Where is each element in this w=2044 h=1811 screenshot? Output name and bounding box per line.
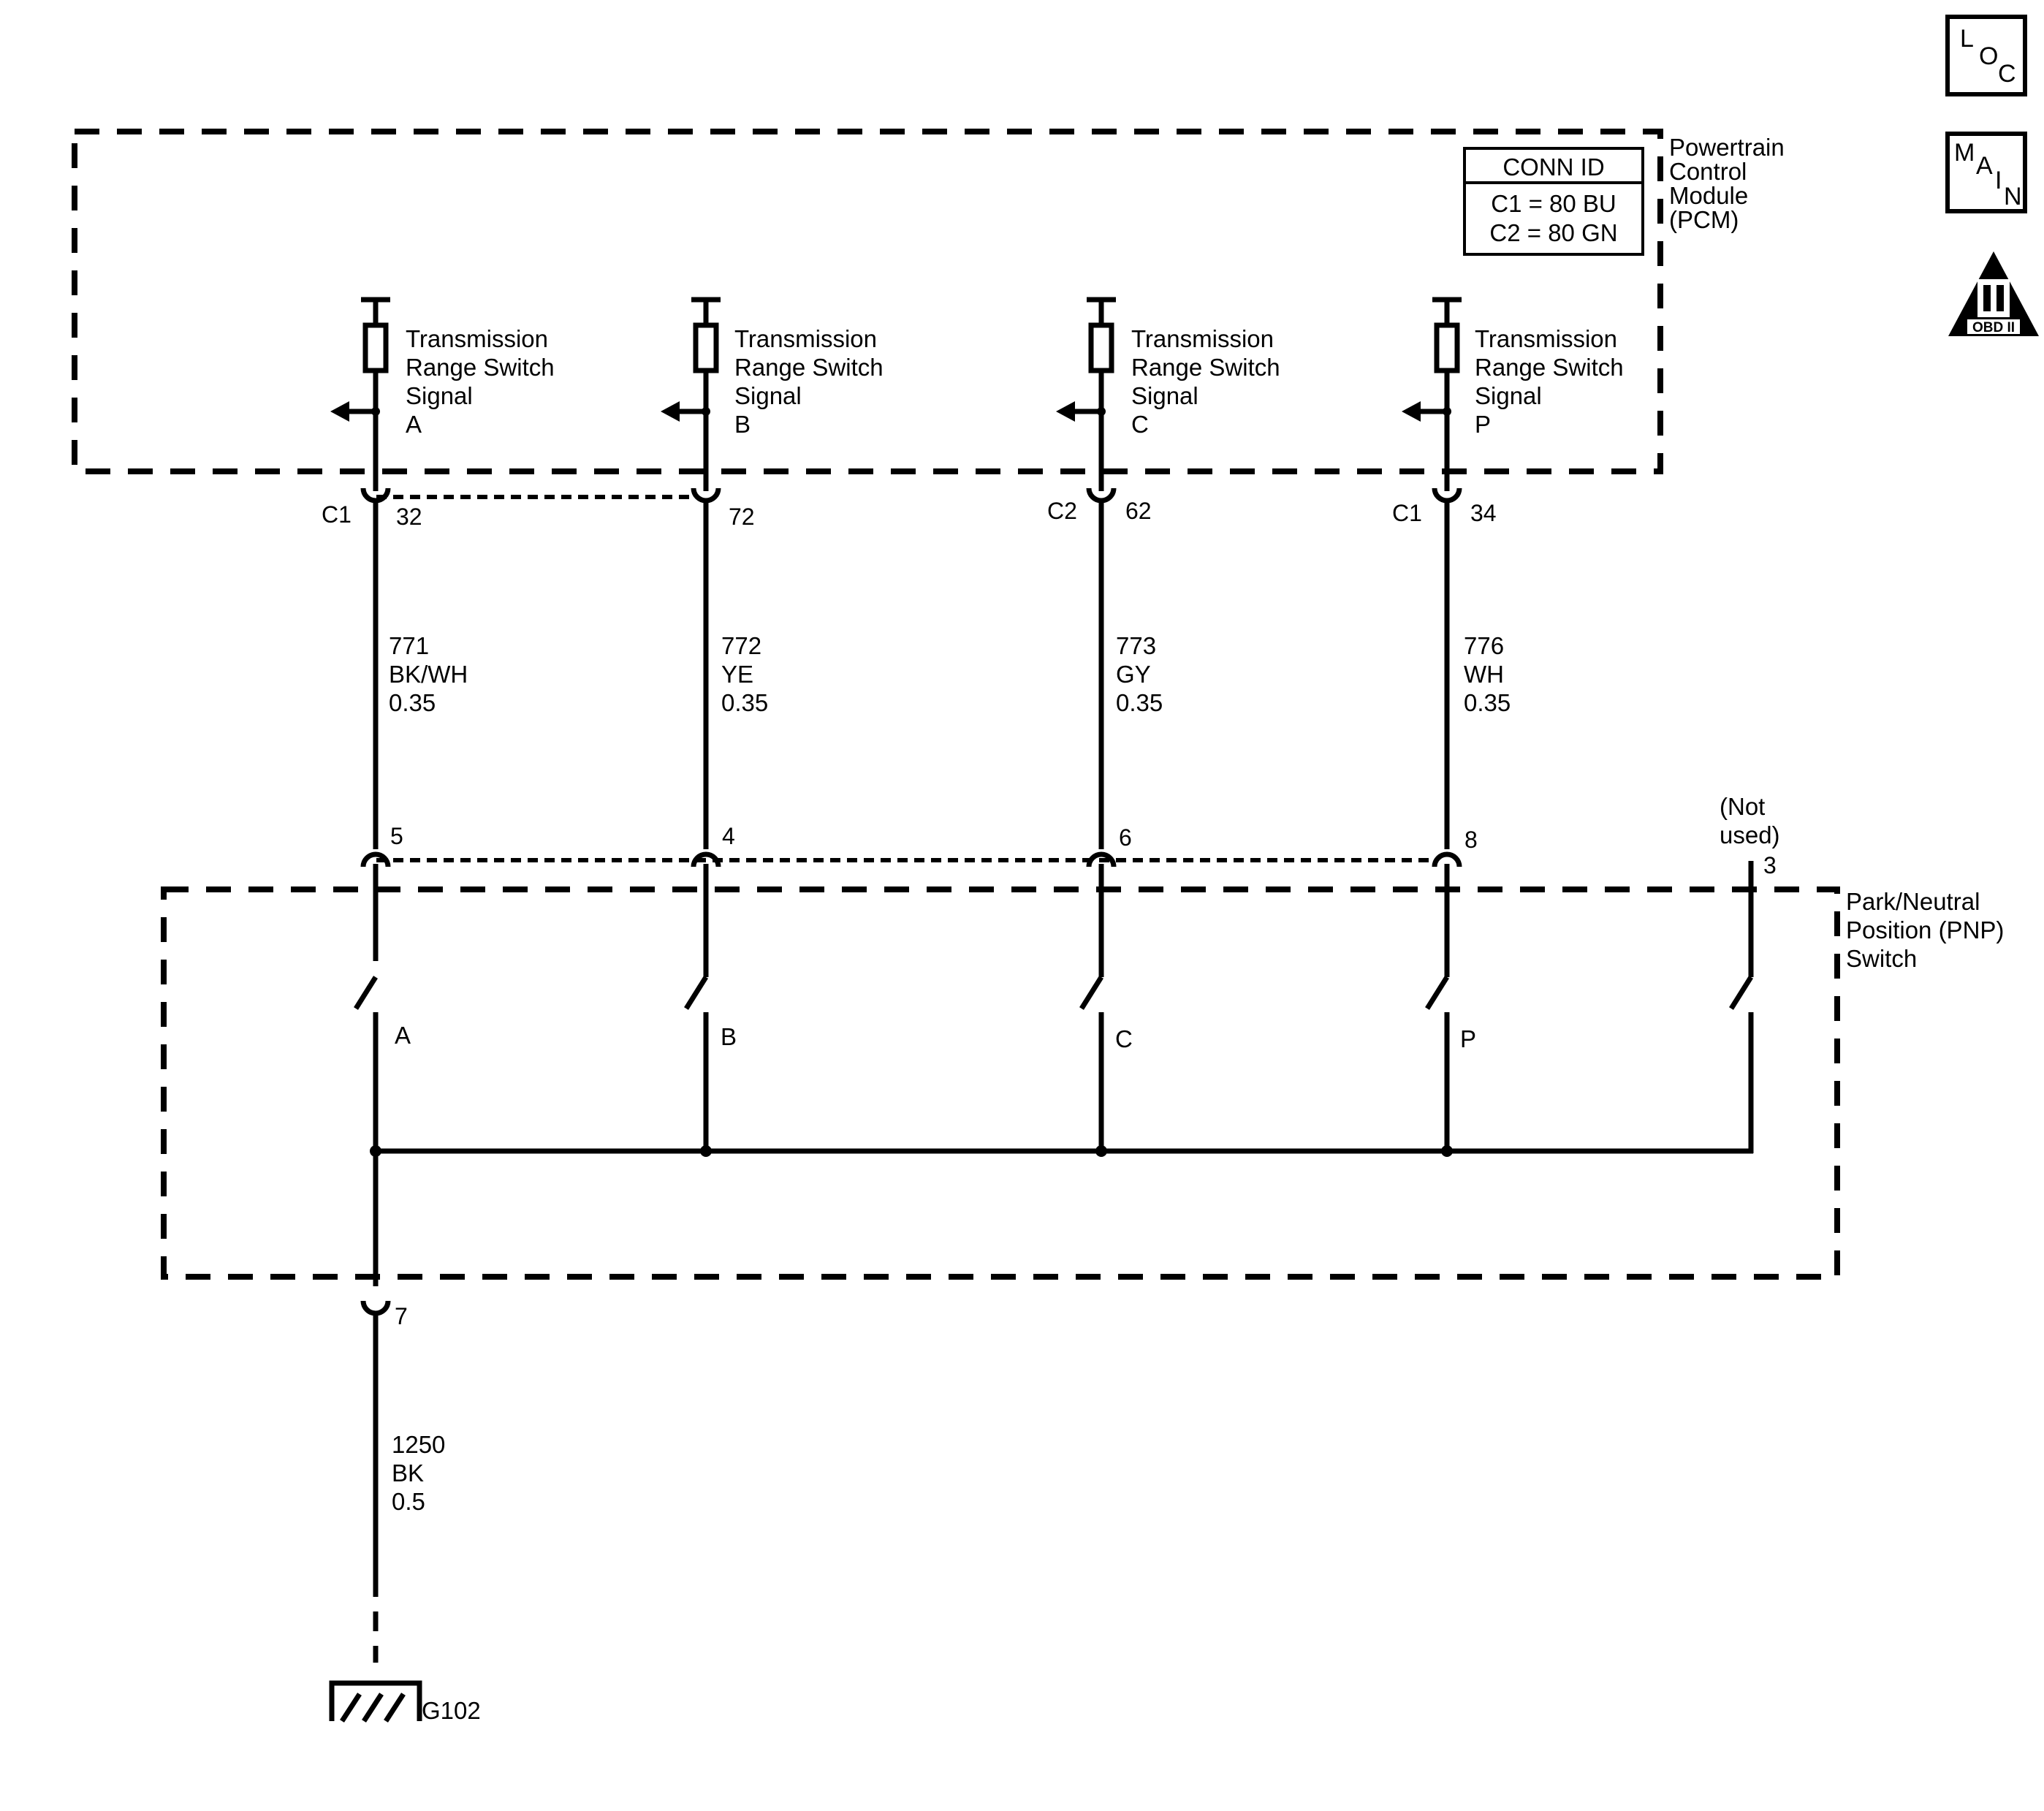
ground-wire-circuit: 1250 [392, 1431, 445, 1458]
ground-label: G102 [422, 1697, 481, 1724]
signal-p-line-1: Transmission [1475, 325, 1617, 352]
loc-icon-letter-3: C [1998, 60, 2016, 88]
obd-ii-icon[interactable]: OBD II [1945, 248, 2042, 340]
conn-id-table: CONN ID C1 = 80 BU C2 = 80 GN [1463, 147, 1644, 256]
pcm-pin-p: 34 [1470, 500, 1497, 526]
pcm-pin-b: 72 [729, 504, 755, 530]
contact-a: A [395, 1022, 411, 1049]
pnp-title-line-3: Switch [1846, 945, 1917, 972]
ground-wire-gauge: 0.5 [392, 1488, 425, 1515]
wire-p-circuit: 776 [1464, 632, 1504, 659]
wire-b-circuit: 772 [721, 632, 761, 659]
signal-b-line-3: Signal [734, 382, 802, 409]
pcm-enclosure [72, 129, 1663, 474]
signal-c-line-4: C [1131, 411, 1149, 438]
wire-p-color: WH [1464, 661, 1504, 688]
pcm-conn-p: C1 [1392, 500, 1422, 526]
pnp-title-line-2: Position (PNP) [1846, 916, 2004, 944]
signal-p-line-3: Signal [1475, 382, 1542, 409]
pnp-pin-a: 5 [390, 823, 403, 849]
signal-b-line-2: Range Switch [734, 354, 884, 381]
pnp-enclosure [161, 886, 1840, 1280]
pnp-title-line-1: Park/Neutral [1846, 888, 1980, 915]
pcm-pin-a: 32 [396, 504, 422, 530]
signal-a-line-1: Transmission [406, 325, 548, 352]
signal-c-line-3: Signal [1131, 382, 1198, 409]
pcm-pin-c: 62 [1125, 498, 1152, 524]
main-icon-letter-2: A [1976, 152, 1993, 180]
loc-icon-letter-2: O [1979, 42, 1999, 70]
signal-c-line-2: Range Switch [1131, 354, 1280, 381]
ground-symbol [329, 1680, 422, 1723]
unused-note-line-1: (Not [1720, 793, 1765, 820]
main-icon-letter-4: N [2004, 183, 2022, 210]
channel-p [1402, 297, 1462, 1157]
loc-icon[interactable]: L O C [1945, 15, 2027, 96]
pnp-pin-p: 8 [1464, 827, 1478, 853]
contact-p: P [1460, 1025, 1476, 1052]
pnp-pin-c: 6 [1119, 824, 1132, 851]
ground-pin: 7 [395, 1303, 408, 1329]
main-icon-letter-1: M [1954, 139, 1975, 167]
signal-b-line-4: B [734, 411, 751, 438]
wire-p-gauge: 0.35 [1464, 689, 1511, 716]
wire-a-gauge: 0.35 [389, 689, 436, 716]
wire-c-gauge: 0.35 [1116, 689, 1163, 716]
wire-a-color: BK/WH [389, 661, 468, 688]
signal-c-line-1: Transmission [1131, 325, 1274, 352]
channel-unused [1729, 861, 1754, 1153]
signal-p-line-4: P [1475, 411, 1491, 438]
contact-c: C [1115, 1025, 1133, 1052]
signal-a-line-2: Range Switch [406, 354, 555, 381]
contact-b: B [721, 1023, 737, 1050]
pnp-pin-b: 4 [722, 823, 735, 849]
pcm-title-line-2: Control [1669, 158, 1747, 185]
main-icon-letter-3: I [1995, 167, 2002, 194]
signal-a-line-4: A [406, 411, 422, 438]
wire-a-circuit: 771 [389, 632, 429, 659]
pnp-pin-unused: 3 [1763, 852, 1777, 878]
loc-icon-letter-1: L [1960, 25, 1974, 53]
signal-a-line-3: Signal [406, 382, 473, 409]
wire-b-color: YE [721, 661, 753, 688]
channel-a [330, 297, 391, 1286]
conn-id-row-2: C2 = 80 GN [1489, 219, 1617, 246]
signal-p-line-2: Range Switch [1475, 354, 1624, 381]
pcm-title-line-1: Powertrain [1669, 134, 1785, 161]
conn-id-header: CONN ID [1502, 153, 1604, 181]
pcm-conn-c: C2 [1047, 498, 1077, 524]
signal-b-line-1: Transmission [734, 325, 877, 352]
pcm-title-line-4: (PCM) [1669, 206, 1739, 233]
pcm-conn-a: C1 [322, 501, 352, 528]
pcm-title-line-3: Module [1669, 182, 1748, 209]
wire-c-color: GY [1116, 661, 1151, 688]
wire-b-gauge: 0.35 [721, 689, 768, 716]
ground-wire-color: BK [392, 1459, 424, 1487]
obd-ii-label: OBD II [1972, 320, 2015, 335]
ground-connector [360, 1300, 391, 1663]
unused-note-line-2: used) [1720, 821, 1780, 848]
wire-c-circuit: 773 [1116, 632, 1156, 659]
conn-id-row-1: C1 = 80 BU [1491, 190, 1616, 217]
channel-c [1056, 297, 1117, 1157]
main-icon[interactable]: M A I N [1945, 132, 2027, 213]
channel-b [661, 297, 721, 1157]
